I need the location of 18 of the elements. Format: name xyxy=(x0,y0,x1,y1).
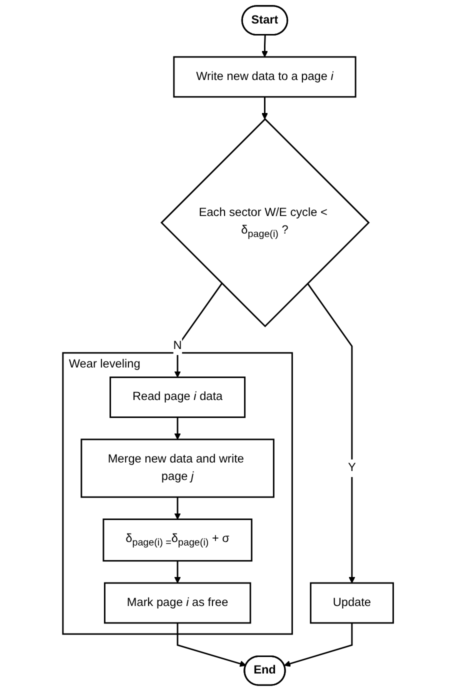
node-box: Write new data to a page i xyxy=(174,56,357,98)
arrow xyxy=(284,622,354,667)
arrow xyxy=(174,560,182,584)
edge-label: N xyxy=(174,340,182,352)
arrow xyxy=(174,417,182,440)
node-box: Mark page i as free xyxy=(104,582,252,624)
arrow xyxy=(174,282,223,378)
arrow xyxy=(177,622,247,667)
arrow xyxy=(307,282,356,584)
node-diamond: Each sector W/E cycle < δ$_{page(i)}$ ? xyxy=(160,118,370,328)
node-box: Update xyxy=(310,582,394,624)
arrow xyxy=(262,96,268,120)
arrow xyxy=(262,35,268,58)
node-box: δ$_{page(i) =}$δ$_{page(i)}$ + σ xyxy=(103,518,253,562)
arrow xyxy=(174,497,182,520)
node-box: Read page i data xyxy=(110,376,246,418)
edge-label: Y xyxy=(348,462,356,474)
node-box: Merge new data and write page j xyxy=(81,438,275,498)
